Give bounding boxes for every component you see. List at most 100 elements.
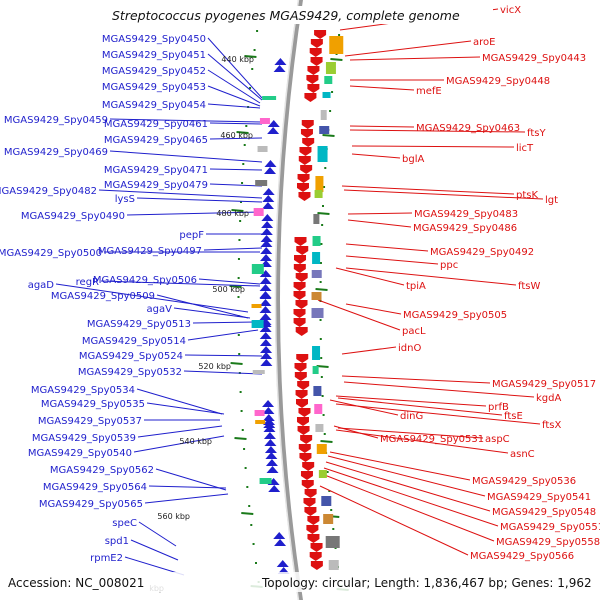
reverse-gene-arrow — [260, 235, 273, 242]
forward-gene-arrow — [295, 327, 308, 336]
forward-gene-arrow — [302, 462, 315, 471]
genome-backbone-highlight — [274, 0, 300, 600]
reverse-gene-arrow — [259, 339, 272, 346]
gene-features — [251, 30, 344, 574]
scale-minor-tick — [324, 167, 327, 169]
leader-line-reverse — [207, 103, 261, 109]
leader-line-forward — [335, 429, 509, 454]
forward-gene-arrow — [293, 291, 306, 300]
reverse-gene-arrow — [262, 195, 275, 202]
scale-tick-inner — [244, 55, 257, 58]
reverse-gene-arrow — [260, 352, 273, 359]
leader-line-reverse — [137, 425, 223, 438]
leader-line-forward — [319, 485, 469, 556]
forward-gene-arrow — [296, 417, 309, 426]
reverse-gene-arrow — [263, 425, 276, 432]
scale-minor-tick — [320, 357, 323, 359]
gene-feature-block — [320, 110, 327, 120]
forward-gene-arrow — [300, 435, 313, 444]
scale-minor-tick — [237, 258, 240, 260]
scale-minor-tick — [256, 30, 259, 32]
scale-minor-tick — [239, 220, 242, 222]
gene-label: MGAS9429_Spy0500 — [0, 248, 102, 259]
leader-line-reverse — [198, 278, 261, 285]
gene-label: ptsK — [516, 190, 538, 201]
gene-label: MGAS9429_Spy0548 — [492, 507, 596, 518]
reverse-gene-arrow — [273, 65, 286, 72]
reverse-gene-arrow — [264, 160, 277, 167]
leader-line-forward — [341, 375, 491, 384]
gene-label: tpiA — [406, 281, 426, 292]
reverse-gene-arrow — [259, 270, 272, 277]
forward-gene-arrow — [293, 264, 306, 273]
leader-line-forward — [349, 129, 526, 133]
gene-feature-block — [324, 76, 333, 84]
forward-gene-arrow — [306, 525, 319, 534]
forward-gene-arrow — [300, 129, 313, 138]
gene-label: MGAS9429_Spy0451 — [102, 50, 206, 61]
scale-minor-tick — [238, 239, 241, 241]
reverse-gene-arrow — [259, 325, 272, 332]
leader-line-reverse — [187, 329, 259, 341]
reverse-gene-arrow — [261, 202, 274, 209]
gene-feature-block — [311, 308, 324, 318]
gene-label: lysS — [115, 194, 135, 205]
scale-minor-tick — [244, 467, 247, 469]
leader-line-reverse — [207, 69, 261, 104]
gene-label: MGAS9429_Spy0486 — [413, 223, 517, 234]
forward-gene-arrow — [310, 57, 323, 66]
gene-label: spd1 — [105, 536, 129, 547]
leader-line-forward — [327, 455, 486, 497]
scale-minor-tick — [255, 562, 258, 564]
gene-label: MGAS9429_Spy0534 — [31, 385, 135, 396]
gene-feature-block — [312, 366, 319, 374]
scale-label-460: 460 kbp — [220, 131, 253, 140]
forward-gene-arrow — [294, 237, 307, 246]
scale-minor-tick — [241, 182, 244, 184]
scale-minor-tick — [323, 186, 326, 188]
reverse-feature-block — [252, 370, 265, 374]
gene-label: MGAS9429_Spy0524 — [79, 351, 183, 362]
leader-line-reverse — [148, 485, 227, 489]
leader-line-reverse — [209, 168, 263, 171]
reverse-gene-arrow — [260, 346, 273, 353]
scale-minor-tick — [328, 490, 331, 492]
scale-label-520: 520 kbp — [198, 362, 231, 371]
reverse-gene-arrow — [262, 407, 275, 414]
reverse-gene-arrow — [262, 188, 275, 195]
gene-feature-block — [315, 424, 324, 432]
forward-gene-arrow — [301, 120, 314, 129]
forward-gene-arrow — [300, 471, 313, 480]
leader-line-forward — [329, 451, 471, 481]
leader-line-reverse — [109, 118, 263, 123]
gene-feature-block — [319, 126, 330, 134]
leader-line-forward — [347, 219, 412, 228]
scale-minor-tick — [240, 410, 243, 412]
gene-label: MGAS9429_Spy0459 — [4, 115, 108, 126]
gene-label: MGAS9429_Spy0469 — [4, 147, 108, 158]
gene-label: ftsW — [518, 281, 540, 292]
forward-gene-arrow — [295, 399, 308, 408]
gene-feature-block — [314, 404, 323, 414]
gene-label: MGAS9429_Spy0564 — [43, 482, 147, 493]
reverse-gene-arrow — [263, 432, 276, 439]
leader-line-reverse — [209, 122, 263, 125]
reverse-gene-arrow — [264, 439, 277, 446]
reverse-gene-arrow — [259, 313, 272, 320]
reverse-gene-arrow — [263, 418, 276, 425]
scale-minor-tick — [245, 125, 248, 127]
scale-tick-inner — [230, 362, 243, 365]
leader-line-reverse — [203, 247, 263, 251]
forward-gene-arrow — [293, 282, 306, 291]
scale-minor-tick — [242, 163, 245, 165]
leader-line-forward — [345, 303, 402, 315]
gene-label: MGAS9429_Spy0465 — [104, 135, 208, 146]
leader-line-reverse — [136, 388, 223, 415]
reverse-feature-block — [251, 304, 262, 308]
gene-label: MGAS9429_Spy0535 — [41, 399, 145, 410]
gene-feature-block — [321, 496, 332, 506]
gene-label: MGAS9429_Spy0513 — [87, 319, 191, 330]
gene-label: MGAS9429_Spy0483 — [414, 209, 518, 220]
forward-gene-arrow — [304, 507, 317, 516]
forward-gene-arrow — [307, 534, 320, 543]
